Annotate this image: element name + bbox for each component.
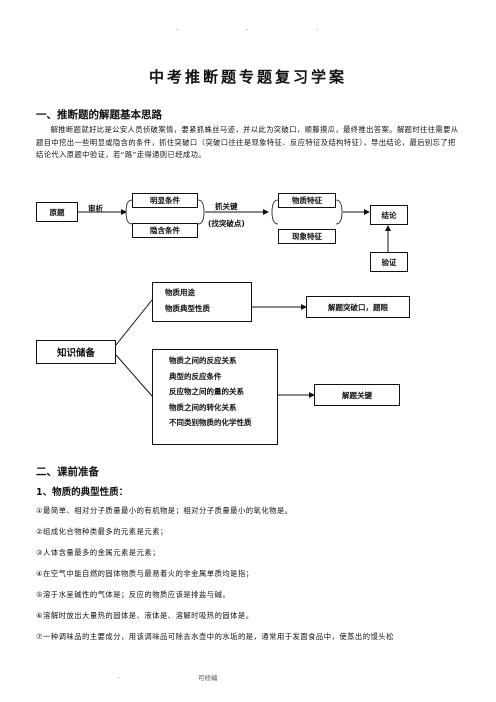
brace-conditions (125, 199, 133, 225)
section2-subheading: 1、物质的典型性质： (36, 487, 129, 498)
section2-heading: 二、课前准备 (36, 466, 99, 478)
label-review: 审析 (88, 204, 103, 213)
footer-note: 可修编 (198, 674, 218, 682)
list-item: ⑦一种调味品的主要成分，用该调味品可除去水壶中的水垢的是，通常用于发面食品中，使… (36, 632, 394, 641)
box-group2: 物质之间的反应关系 典型的反应条件 反应物之间的量的关系 物质之间的转化关系 不… (152, 349, 278, 445)
box-verify: 验证 (370, 252, 408, 272)
box-phenomenon-feature: 现象特征 (278, 229, 336, 244)
list-item: ⑤溶于水呈碱性的气体是；反应的物质应该是排盐与碱。 (36, 590, 231, 599)
group1-item: 物质用途 (165, 288, 195, 297)
list-item: ⑥溶解时放出大量热的固体是、液体是、溶解时吸热的固体是。 (36, 611, 254, 620)
header-mark: . (246, 24, 249, 32)
line-knowledge-to-group2 (115, 354, 153, 397)
page-title: 中考推断题专题复习学案 (148, 68, 347, 86)
section1-heading: 一、推断题的解题基本思路 (36, 109, 162, 121)
box-group1-result: 解题突破口，题眼 (306, 296, 410, 318)
box-original: 原题 (36, 202, 78, 222)
group1-item: 物质典型性质 (165, 303, 210, 313)
list-item: ②组成化合物种类最多的元素是元素； (36, 527, 168, 536)
list-item: ④在空气中能自燃的固体物质与最易着火的非金属单质均是指； (36, 569, 254, 578)
header-mark: . (316, 24, 319, 32)
box-knowledge-reserve: 知识储备 (36, 340, 116, 364)
box-group2-result: 解题关键 (314, 384, 400, 406)
group2-item: 典型的反应条件 (169, 371, 222, 381)
brace-conditions-right (197, 199, 205, 225)
line-knowledge-to-group1 (115, 299, 153, 346)
box-group1: 物质用途 物质典型性质 (152, 282, 252, 322)
group2-item: 物质之间的反应关系 (169, 356, 237, 365)
box-hidden-conditions: 隐含条件 (132, 223, 198, 238)
box-material-feature: 物质特征 (278, 193, 336, 208)
footer-mark: . (118, 672, 121, 680)
brace-features (271, 199, 279, 225)
list-item: ①最简单、相对分子质量最小的有机物是；相对分子质量最小的氧化物是。 (36, 506, 293, 515)
label-breakthrough: (找突破点) (208, 219, 245, 228)
label-grab-key: 抓关键 (215, 202, 238, 211)
box-explicit-conditions: 明显条件 (132, 193, 198, 208)
group2-item: 不同类别物质的化学性质 (169, 418, 252, 427)
header-mark: . (176, 24, 179, 32)
group2-item: 物质之间的转化关系 (169, 402, 237, 412)
list-item: ③人体含量最多的金属元素是元素； (36, 548, 160, 557)
box-conclusion: 结论 (370, 205, 408, 225)
group2-item: 反应物之间的量的关系 (169, 387, 244, 396)
brace-features-right (335, 199, 343, 225)
section1-paragraph: 解推断题就好比是公安人员侦破案情，要紧抓蛛丝马迹，并以此为突破口，顺藤摸瓜，最终… (36, 125, 459, 160)
